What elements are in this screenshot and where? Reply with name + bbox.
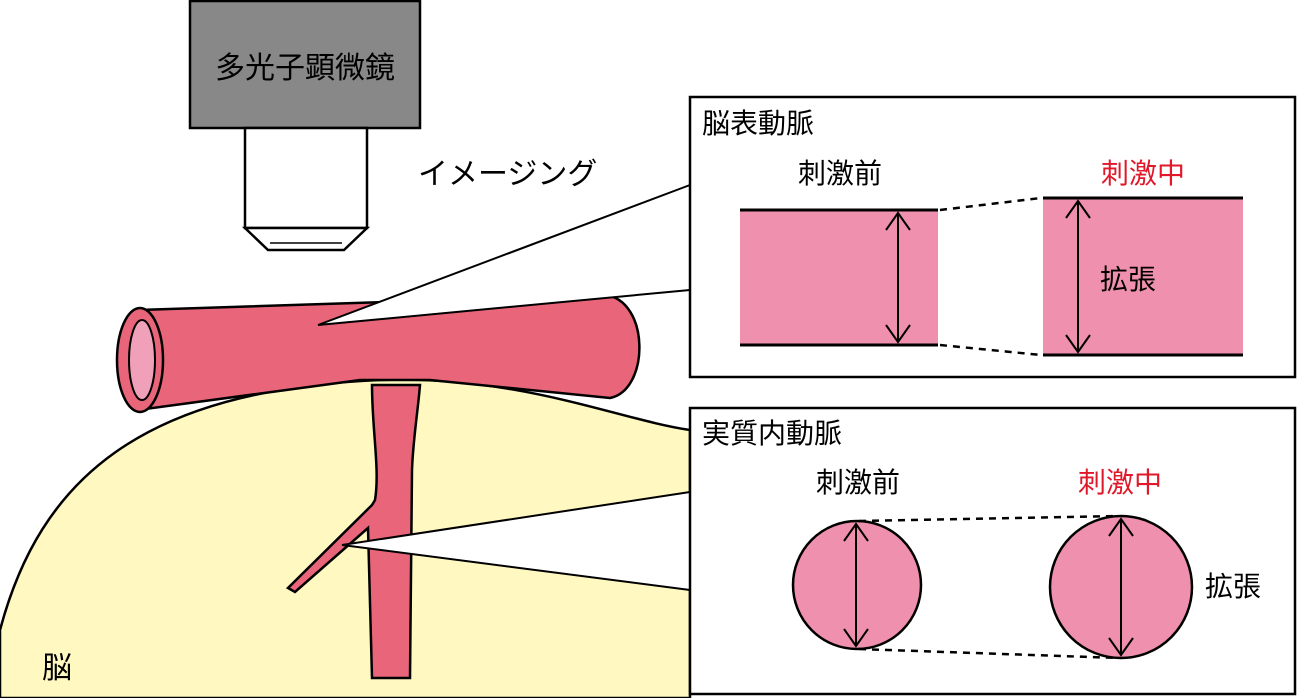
parenchymal-dilation-label: 拡張 xyxy=(1205,570,1261,603)
parenchymal-connector-bottom xyxy=(858,647,1120,660)
brain-label: 脳 xyxy=(42,651,72,686)
surface-during-diameter-arrow xyxy=(1065,199,1091,354)
surface-before-diameter-arrow xyxy=(885,211,911,344)
surface-vessel-before xyxy=(740,210,938,345)
surface-dilation-label: 拡張 xyxy=(1100,263,1156,296)
microscope-body xyxy=(188,0,422,130)
parenchymal-connector-top xyxy=(858,514,1120,523)
microscope xyxy=(188,0,422,252)
parenchymal-artery xyxy=(285,383,422,680)
microscope-label: 多光子顕微鏡 xyxy=(215,51,395,86)
parenchymal-panel-title: 実質内動脈 xyxy=(702,417,842,450)
surface-artery-panel: 脳表動脈 刺激前 刺激中 拡張 xyxy=(688,95,1297,379)
surface-callout-wedge xyxy=(317,184,691,326)
surface-connector-bottom xyxy=(939,343,1042,357)
surface-vessel-during xyxy=(1043,198,1243,355)
microscope-objective-tip xyxy=(241,226,371,252)
surface-during-label: 刺激中 xyxy=(1101,157,1185,190)
parenchymal-before-diameter-arrow xyxy=(843,522,869,648)
imaging-label: イメージング xyxy=(418,157,597,192)
parenchymal-artery-panel: 実質内動脈 刺激前 刺激中 拡張 xyxy=(688,406,1297,696)
microscope-objective xyxy=(243,126,369,230)
surface-connector-top xyxy=(939,196,1042,212)
parenchymal-panel-frame xyxy=(688,406,1297,696)
parenchymal-callout-wedge xyxy=(341,491,691,591)
surface-panel-title: 脳表動脈 xyxy=(702,107,814,140)
parenchymal-before-label: 刺激前 xyxy=(816,466,900,499)
surface-artery xyxy=(136,293,641,412)
surface-before-label: 刺激前 xyxy=(798,157,882,190)
surface-artery-lumen xyxy=(128,319,156,401)
parenchymal-during-label: 刺激中 xyxy=(1078,466,1162,499)
parenchymal-during-diameter-arrow xyxy=(1108,517,1134,657)
